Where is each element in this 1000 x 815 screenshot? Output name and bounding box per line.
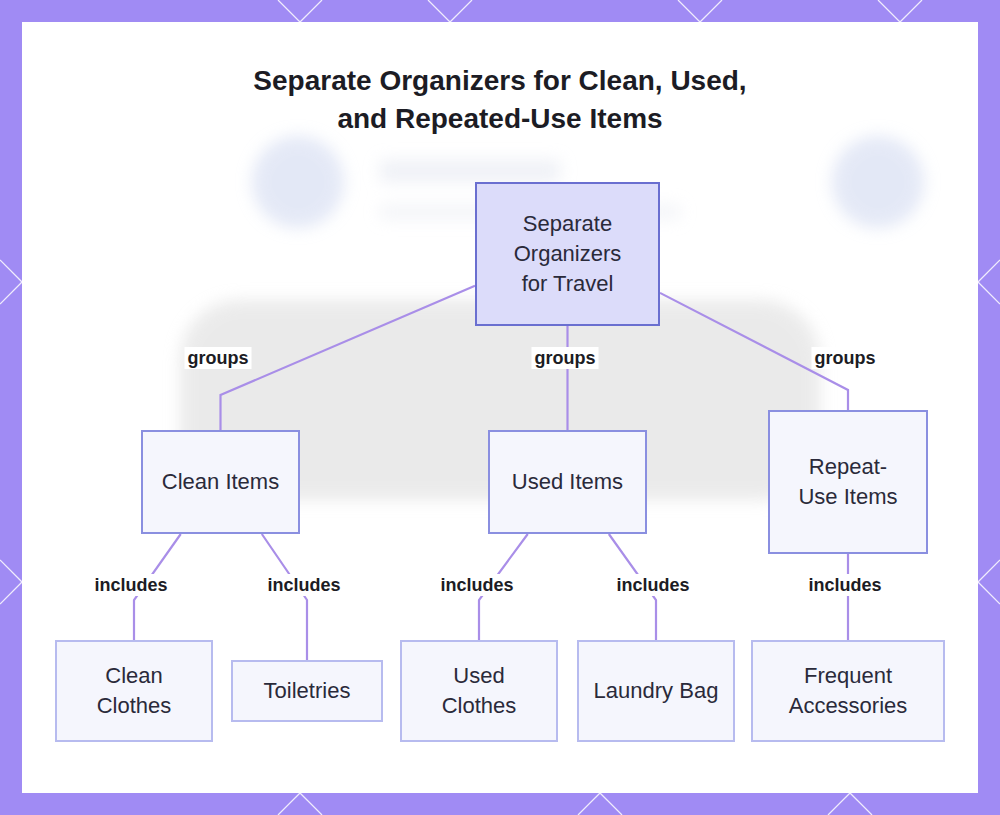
item-box: Used Clothes xyxy=(400,640,558,742)
item-box: Laundry Bag xyxy=(577,640,735,742)
node-label: Used Items xyxy=(512,467,623,497)
edge-label: groups xyxy=(812,347,879,369)
node-label: Clean Items xyxy=(162,467,279,497)
item-box: Clean Clothes xyxy=(55,640,213,742)
edge-label: groups xyxy=(532,347,599,369)
item-box: Frequent Accessories xyxy=(751,640,945,742)
node-content: Clean Clothes xyxy=(69,661,199,721)
white-panel xyxy=(22,22,978,793)
item-box: Toiletries xyxy=(231,660,383,722)
diagram-title: Separate Organizers for Clean, Used, and… xyxy=(230,62,770,138)
group-box: Used Items xyxy=(488,430,647,534)
edge-label: includes xyxy=(264,574,343,596)
node-content: Frequent Accessories xyxy=(763,661,933,721)
edge-label: groups xyxy=(185,347,252,369)
edge-label: includes xyxy=(91,574,170,596)
node-label: Separate Organizers for Travel xyxy=(500,209,635,299)
node-label: Laundry Bag xyxy=(594,676,719,706)
node-content: Separate Organizers for Travel xyxy=(500,209,635,299)
edge-label: includes xyxy=(613,574,692,596)
group-box: Repeat- Use Items xyxy=(768,410,928,554)
connector-line xyxy=(262,534,307,660)
connector-line xyxy=(566,326,568,430)
node-content: Used Clothes xyxy=(414,661,544,721)
edge-label: includes xyxy=(805,574,884,596)
node-content: Laundry Bag xyxy=(594,676,719,706)
node-content: Repeat- Use Items xyxy=(792,452,904,512)
root-box: Separate Organizers for Travel xyxy=(475,182,660,326)
node-label: Repeat- Use Items xyxy=(792,452,904,512)
node-content: Clean Items xyxy=(162,467,279,497)
node-label: Toiletries xyxy=(264,676,351,706)
connector-line xyxy=(847,554,849,640)
node-label: Clean Clothes xyxy=(69,661,199,721)
group-box: Clean Items xyxy=(141,430,300,534)
connector-line xyxy=(221,286,476,430)
node-label: Used Clothes xyxy=(414,661,544,721)
edge-label: includes xyxy=(437,574,516,596)
node-content: Used Items xyxy=(512,467,623,497)
node-content: Toiletries xyxy=(264,676,351,706)
node-label: Frequent Accessories xyxy=(763,661,933,721)
